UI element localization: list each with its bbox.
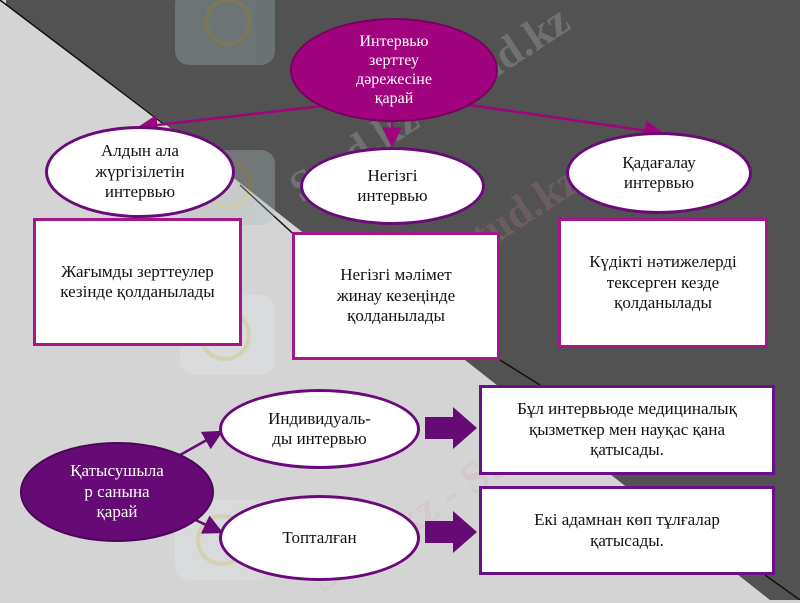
- branch-node-preliminary-interview: Алдын ала жүргізілетін интервью: [45, 126, 235, 218]
- participants-count-node: Қатысушыла р санына қарай: [20, 442, 214, 542]
- participants-label: Қатысушыла р санына қарай: [70, 461, 164, 522]
- type-label: Индивидуаль- ды интервью: [268, 408, 371, 448]
- right-arrow-icon: [425, 511, 477, 553]
- type-label: Топталған: [282, 527, 357, 547]
- branch-node-control-interview: Қадағалау интервью: [566, 132, 752, 214]
- description-box-control: Күдікті нәтижелерді тексерген кезде қолд…: [558, 218, 768, 348]
- branch-label: Қадағалау интервью: [622, 152, 696, 192]
- branch-label: Негізгі интервью: [357, 165, 428, 205]
- branch-label: Алдын ала жүргізілетін интервью: [95, 141, 185, 202]
- description-box-individual: Бұл интервьюде медициналық қызметкер мен…: [479, 385, 775, 475]
- description-text: Екі адамнан көп тұлғалар қатысады.: [534, 510, 720, 550]
- root-node-label: Интервью зерттеу дәрежесіне қарай: [356, 32, 432, 108]
- description-text: Жағымды зерттеулер кезінде қолданылады: [60, 261, 215, 301]
- description-text: Бұл интервьюде медициналық қызметкер мен…: [517, 399, 737, 460]
- description-text: Негізгі мәлімет жинау кезеңінде қолданыл…: [336, 265, 456, 326]
- description-text: Күдікті нәтижелерді тексерген кезде қолд…: [589, 252, 737, 313]
- description-box-main: Негізгі мәлімет жинау кезеңінде қолданыл…: [292, 232, 500, 360]
- type-node-group-interview: Топталған: [219, 495, 420, 581]
- description-box-group: Екі адамнан көп тұлғалар қатысады.: [479, 486, 775, 575]
- root-node-interview-research-level: Интервью зерттеу дәрежесіне қарай: [290, 18, 498, 122]
- right-arrow-icon: [425, 407, 477, 449]
- description-box-preliminary: Жағымды зерттеулер кезінде қолданылады: [33, 218, 242, 346]
- type-node-individual-interview: Индивидуаль- ды интервью: [219, 389, 420, 469]
- branch-node-main-interview: Негізгі интервью: [300, 147, 485, 225]
